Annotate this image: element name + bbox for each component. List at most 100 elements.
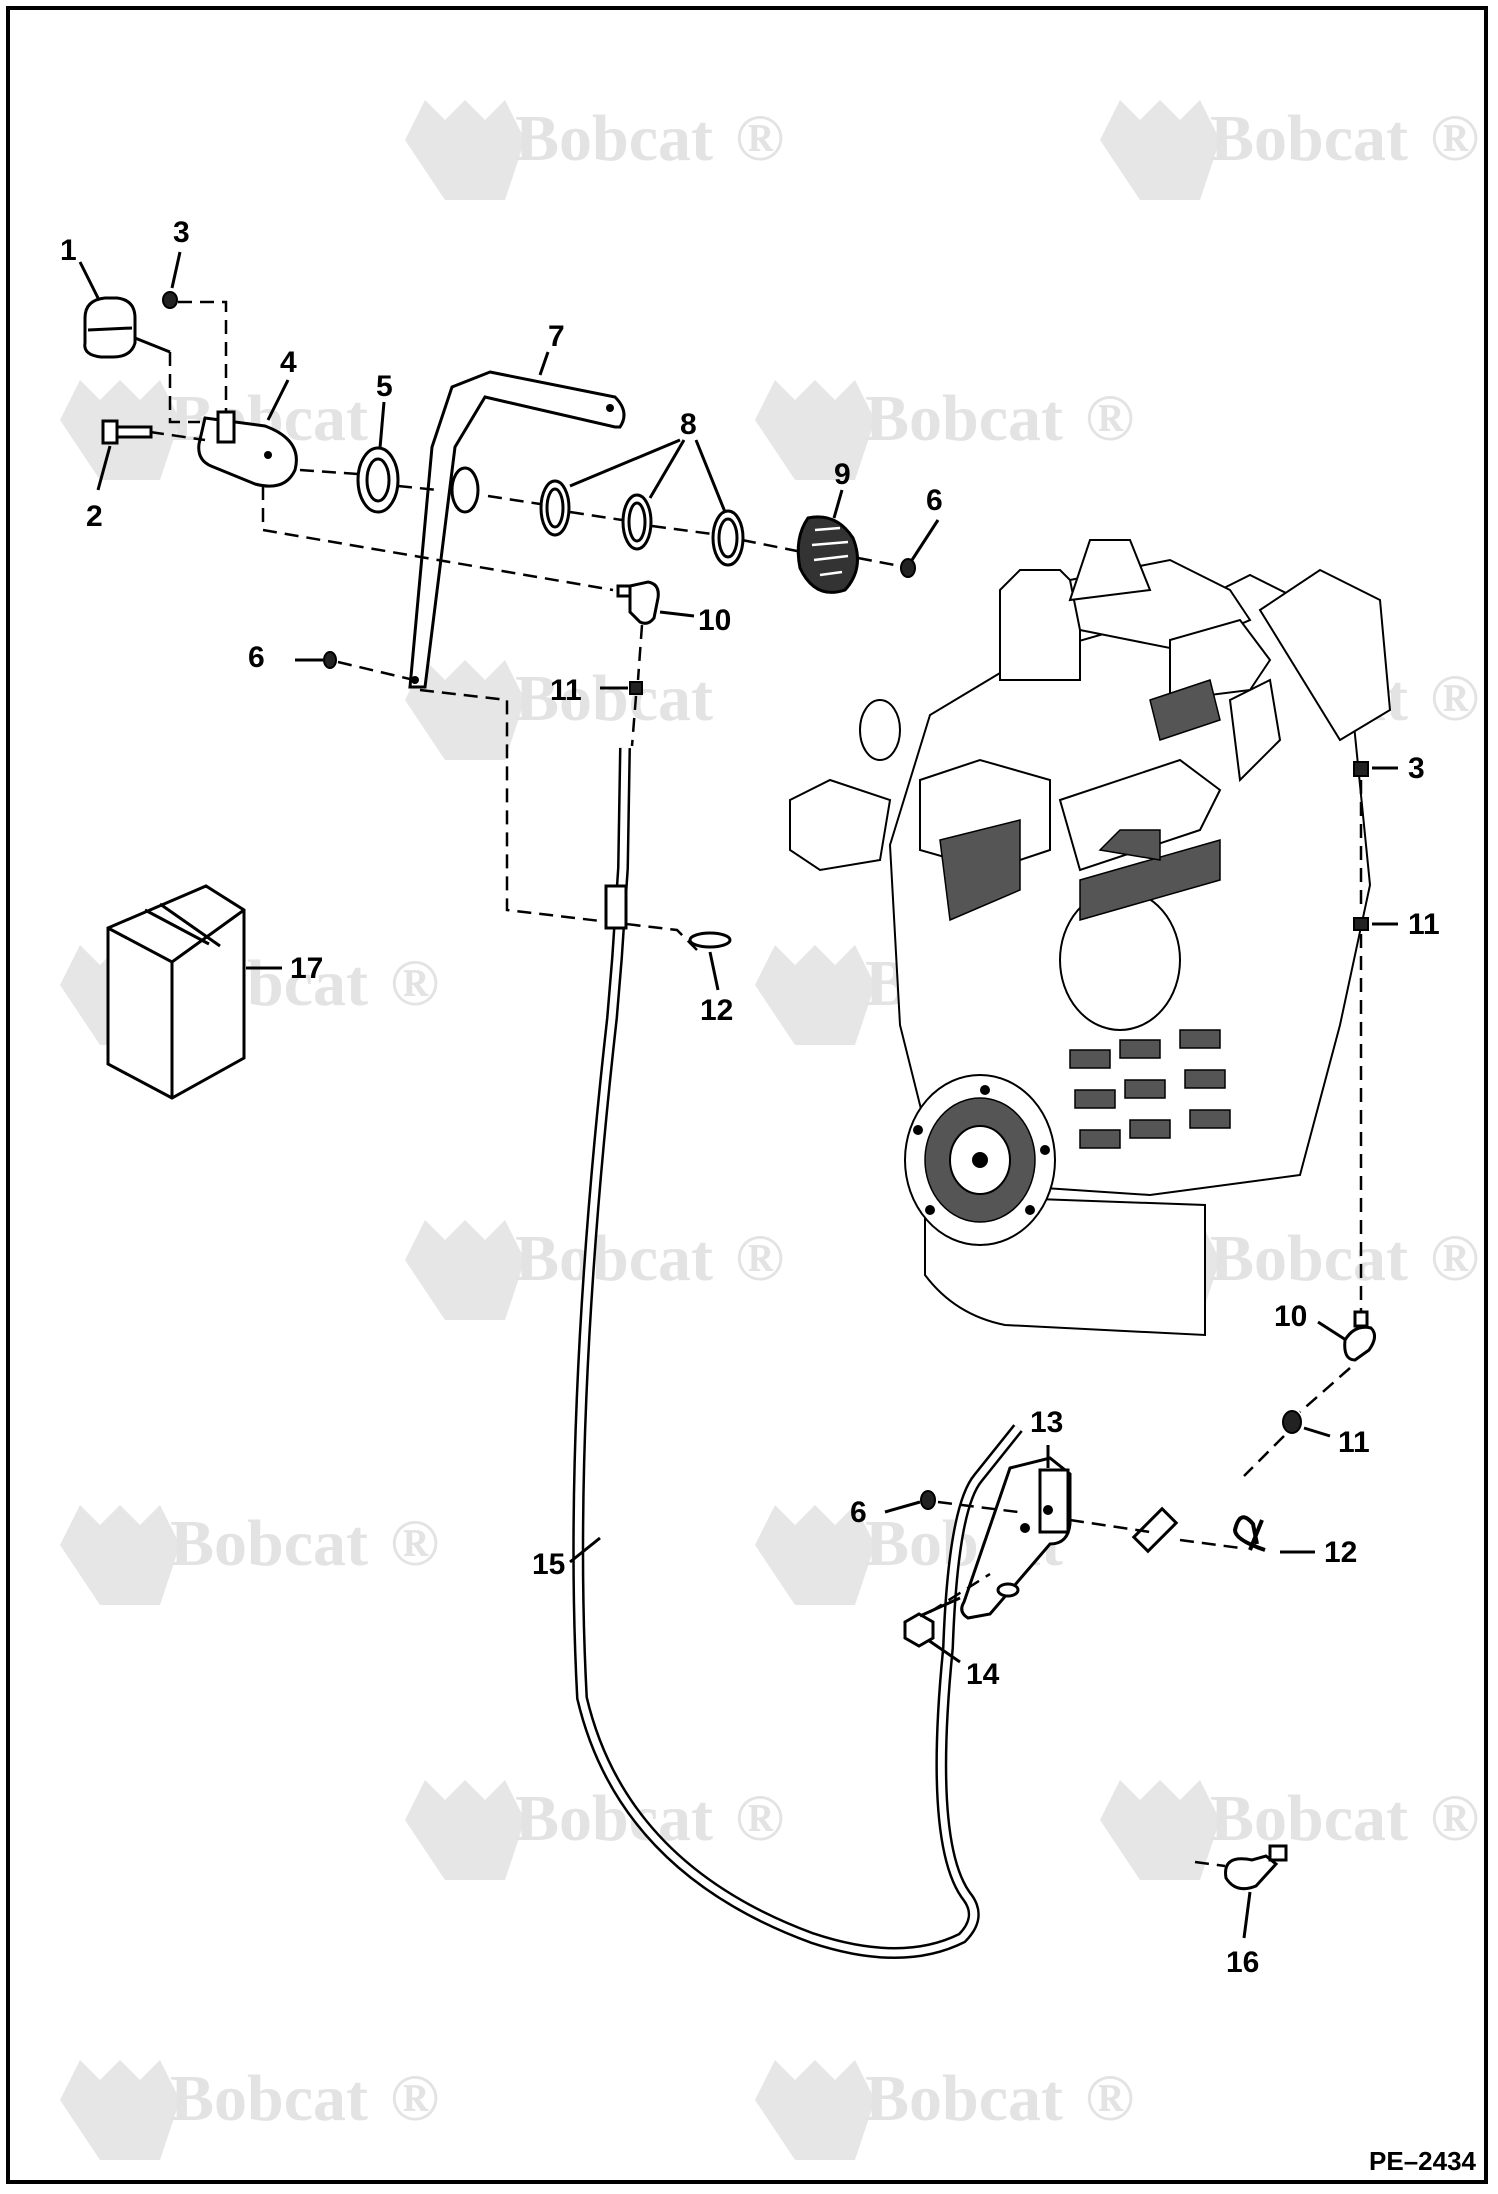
dash-10-to-cable-lower	[1243, 1367, 1351, 1477]
svg-text:®: ®	[735, 102, 784, 175]
leader-lines	[78, 251, 1252, 1939]
watermark-16: Bobcat ®	[755, 2060, 1134, 2160]
svg-text:Bobcat: Bobcat	[1210, 102, 1408, 175]
watermark-13: Bobcat ®	[405, 1780, 784, 1880]
svg-text:Bobcat: Bobcat	[1210, 1782, 1408, 1855]
svg-text:®: ®	[735, 1222, 784, 1295]
leader-1	[134, 336, 171, 354]
part-16-clamp	[1224, 1844, 1288, 1891]
callout-10-upper: 10	[698, 604, 731, 637]
svg-text:®: ®	[1085, 382, 1134, 455]
dash-16	[1194, 1860, 1226, 1868]
part-12-clip-upper	[688, 931, 732, 949]
svg-text:Bobcat: Bobcat	[865, 382, 1063, 455]
svg-text:®: ®	[1430, 1222, 1479, 1295]
callout-8: 8	[680, 408, 697, 441]
part-15-throttle-cable	[572, 747, 1179, 1959]
watermark-11: Bobcat ®	[60, 1505, 439, 1605]
part-6-nut-right	[900, 558, 916, 578]
leader-11-lower	[1303, 1426, 1331, 1438]
svg-text:®: ®	[390, 947, 439, 1020]
svg-text:®: ®	[1430, 1782, 1479, 1855]
part-6-nut-left	[323, 651, 337, 669]
svg-text:®: ®	[1430, 662, 1479, 735]
dash-10-to-cable	[630, 624, 644, 747]
watermark-9: Bobcat ®	[405, 1220, 784, 1320]
part-13-bracket	[960, 1456, 1072, 1620]
svg-text:Bobcat: Bobcat	[170, 2062, 368, 2135]
callout-5: 5	[376, 370, 393, 403]
callout-17: 17	[290, 952, 323, 985]
diagram-border	[6, 6, 1488, 2184]
part-17-kit-box	[106, 884, 246, 1100]
part-11-nut-upper	[629, 681, 643, 695]
callout-11-engine: 11	[1408, 908, 1440, 941]
watermark-15: Bobcat ®	[60, 2060, 439, 2160]
part-11-nut-lower	[1282, 1410, 1302, 1434]
part-5-washer	[356, 446, 400, 514]
svg-text:®: ®	[1085, 2062, 1134, 2135]
part-3-nut-upper	[162, 291, 178, 309]
callout-labels: 1 3 2 4 5 7 8 9 6 10 6 11 12 17 3 11 10 …	[60, 216, 1440, 1979]
svg-text:Bobcat: Bobcat	[515, 1782, 713, 1855]
dash-14-to-13	[929, 1572, 991, 1614]
callout-16: 16	[1226, 1946, 1259, 1979]
watermark-4: Bobcat ®	[755, 380, 1134, 480]
dash-3-to-4	[178, 300, 228, 420]
callout-9: 9	[834, 458, 851, 491]
callout-6-left: 6	[248, 641, 265, 674]
svg-text:Bobcat: Bobcat	[865, 2062, 1063, 2135]
part-4-lever	[197, 410, 298, 488]
callout-6-lower: 6	[850, 1496, 867, 1529]
svg-text:®: ®	[1430, 102, 1479, 175]
axis-dash-upper	[149, 430, 901, 568]
dash-6-lower	[937, 1500, 1241, 1550]
callout-1: 1	[60, 234, 77, 267]
svg-text:Bobcat: Bobcat	[170, 1507, 368, 1580]
callout-6-upper-right: 6	[926, 484, 943, 517]
part-10-swivel-upper	[616, 580, 660, 625]
watermark-14: Bobcat ®	[1100, 1780, 1479, 1880]
dash-6-to-7	[337, 660, 415, 682]
part-11-nut-engine	[1353, 917, 1369, 931]
part-1-knob	[83, 296, 137, 359]
dash-4-to-10	[261, 486, 614, 592]
callout-3-engine: 3	[1408, 752, 1425, 785]
callout-13: 13	[1030, 1406, 1063, 1439]
reference-code: PE–2434	[1369, 2146, 1477, 2176]
part-12-clip-lower	[1232, 1515, 1266, 1552]
part-3-nut-engine	[1353, 761, 1369, 777]
watermark-1: Bobcat ®	[405, 100, 784, 200]
callout-11-upper: 11	[550, 674, 582, 707]
callout-14: 14	[966, 1658, 1000, 1691]
svg-text:Bobcat: Bobcat	[515, 1222, 713, 1295]
svg-text:®: ®	[390, 1507, 439, 1580]
watermark-2: Bobcat ®	[1100, 100, 1479, 200]
callout-15: 15	[532, 1548, 565, 1581]
part-9-friction-disc	[796, 515, 859, 594]
svg-text:Bobcat: Bobcat	[515, 102, 713, 175]
dash-1-to-4	[168, 352, 200, 424]
callout-3-upper: 3	[173, 216, 190, 249]
watermark-5: Bobcat	[405, 660, 713, 760]
dash-bracket-to-12	[419, 688, 698, 951]
part-7-bracket	[408, 370, 626, 689]
callout-2: 2	[86, 500, 103, 533]
part-10-swivel-lower	[1343, 1310, 1376, 1362]
callout-7: 7	[548, 320, 565, 353]
leader-10-lower	[1317, 1320, 1347, 1342]
callout-12-lower: 12	[1324, 1536, 1357, 1569]
callout-12-upper: 12	[700, 994, 733, 1027]
svg-text:Bobcat: Bobcat	[515, 662, 713, 735]
svg-text:®: ®	[390, 2062, 439, 2135]
svg-text:Bobcat: Bobcat	[1210, 1222, 1408, 1295]
callout-10-lower: 10	[1274, 1300, 1307, 1333]
callout-11-lower: 11	[1338, 1426, 1370, 1459]
part-8-washers	[539, 479, 745, 567]
part-14-bolt	[903, 1596, 961, 1648]
engine-assembly	[789, 539, 1392, 1337]
part-6-nut-lower	[920, 1490, 936, 1510]
callout-4: 4	[280, 346, 297, 379]
svg-text:®: ®	[735, 1782, 784, 1855]
